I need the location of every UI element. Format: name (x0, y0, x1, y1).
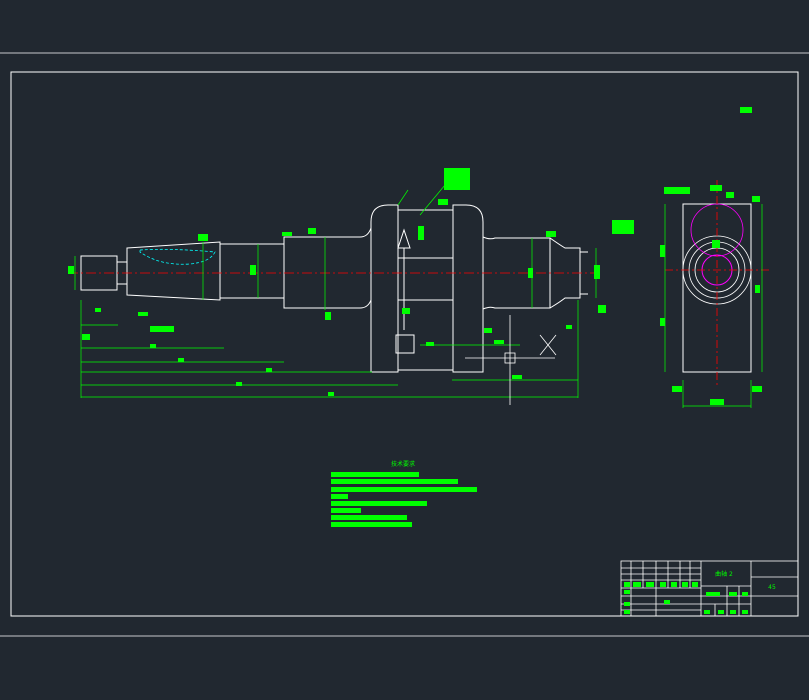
title-block-cells (624, 582, 748, 614)
tech-requirements-title: 技术要求 (391, 460, 415, 468)
crosshair-cursor[interactable] (465, 315, 557, 405)
sheet-border (10, 71, 799, 617)
side-view[interactable] (665, 180, 770, 385)
title-block-material: 45 (768, 584, 776, 591)
tech-requirements-lines (331, 472, 477, 527)
crank-web (370, 204, 399, 373)
hatch-section (139, 248, 216, 265)
dimension-labels (68, 168, 634, 396)
side-view-dimensions (664, 204, 763, 408)
crankshaft-main-view[interactable] (80, 204, 588, 373)
taper-section (126, 241, 221, 301)
shaft-main (283, 227, 372, 309)
side-view-labels (660, 107, 762, 405)
dimension-lines (74, 184, 597, 398)
title-block[interactable] (620, 560, 799, 617)
crank-pin (397, 209, 454, 371)
title-block-part-name: 曲轴 2 (715, 570, 733, 578)
